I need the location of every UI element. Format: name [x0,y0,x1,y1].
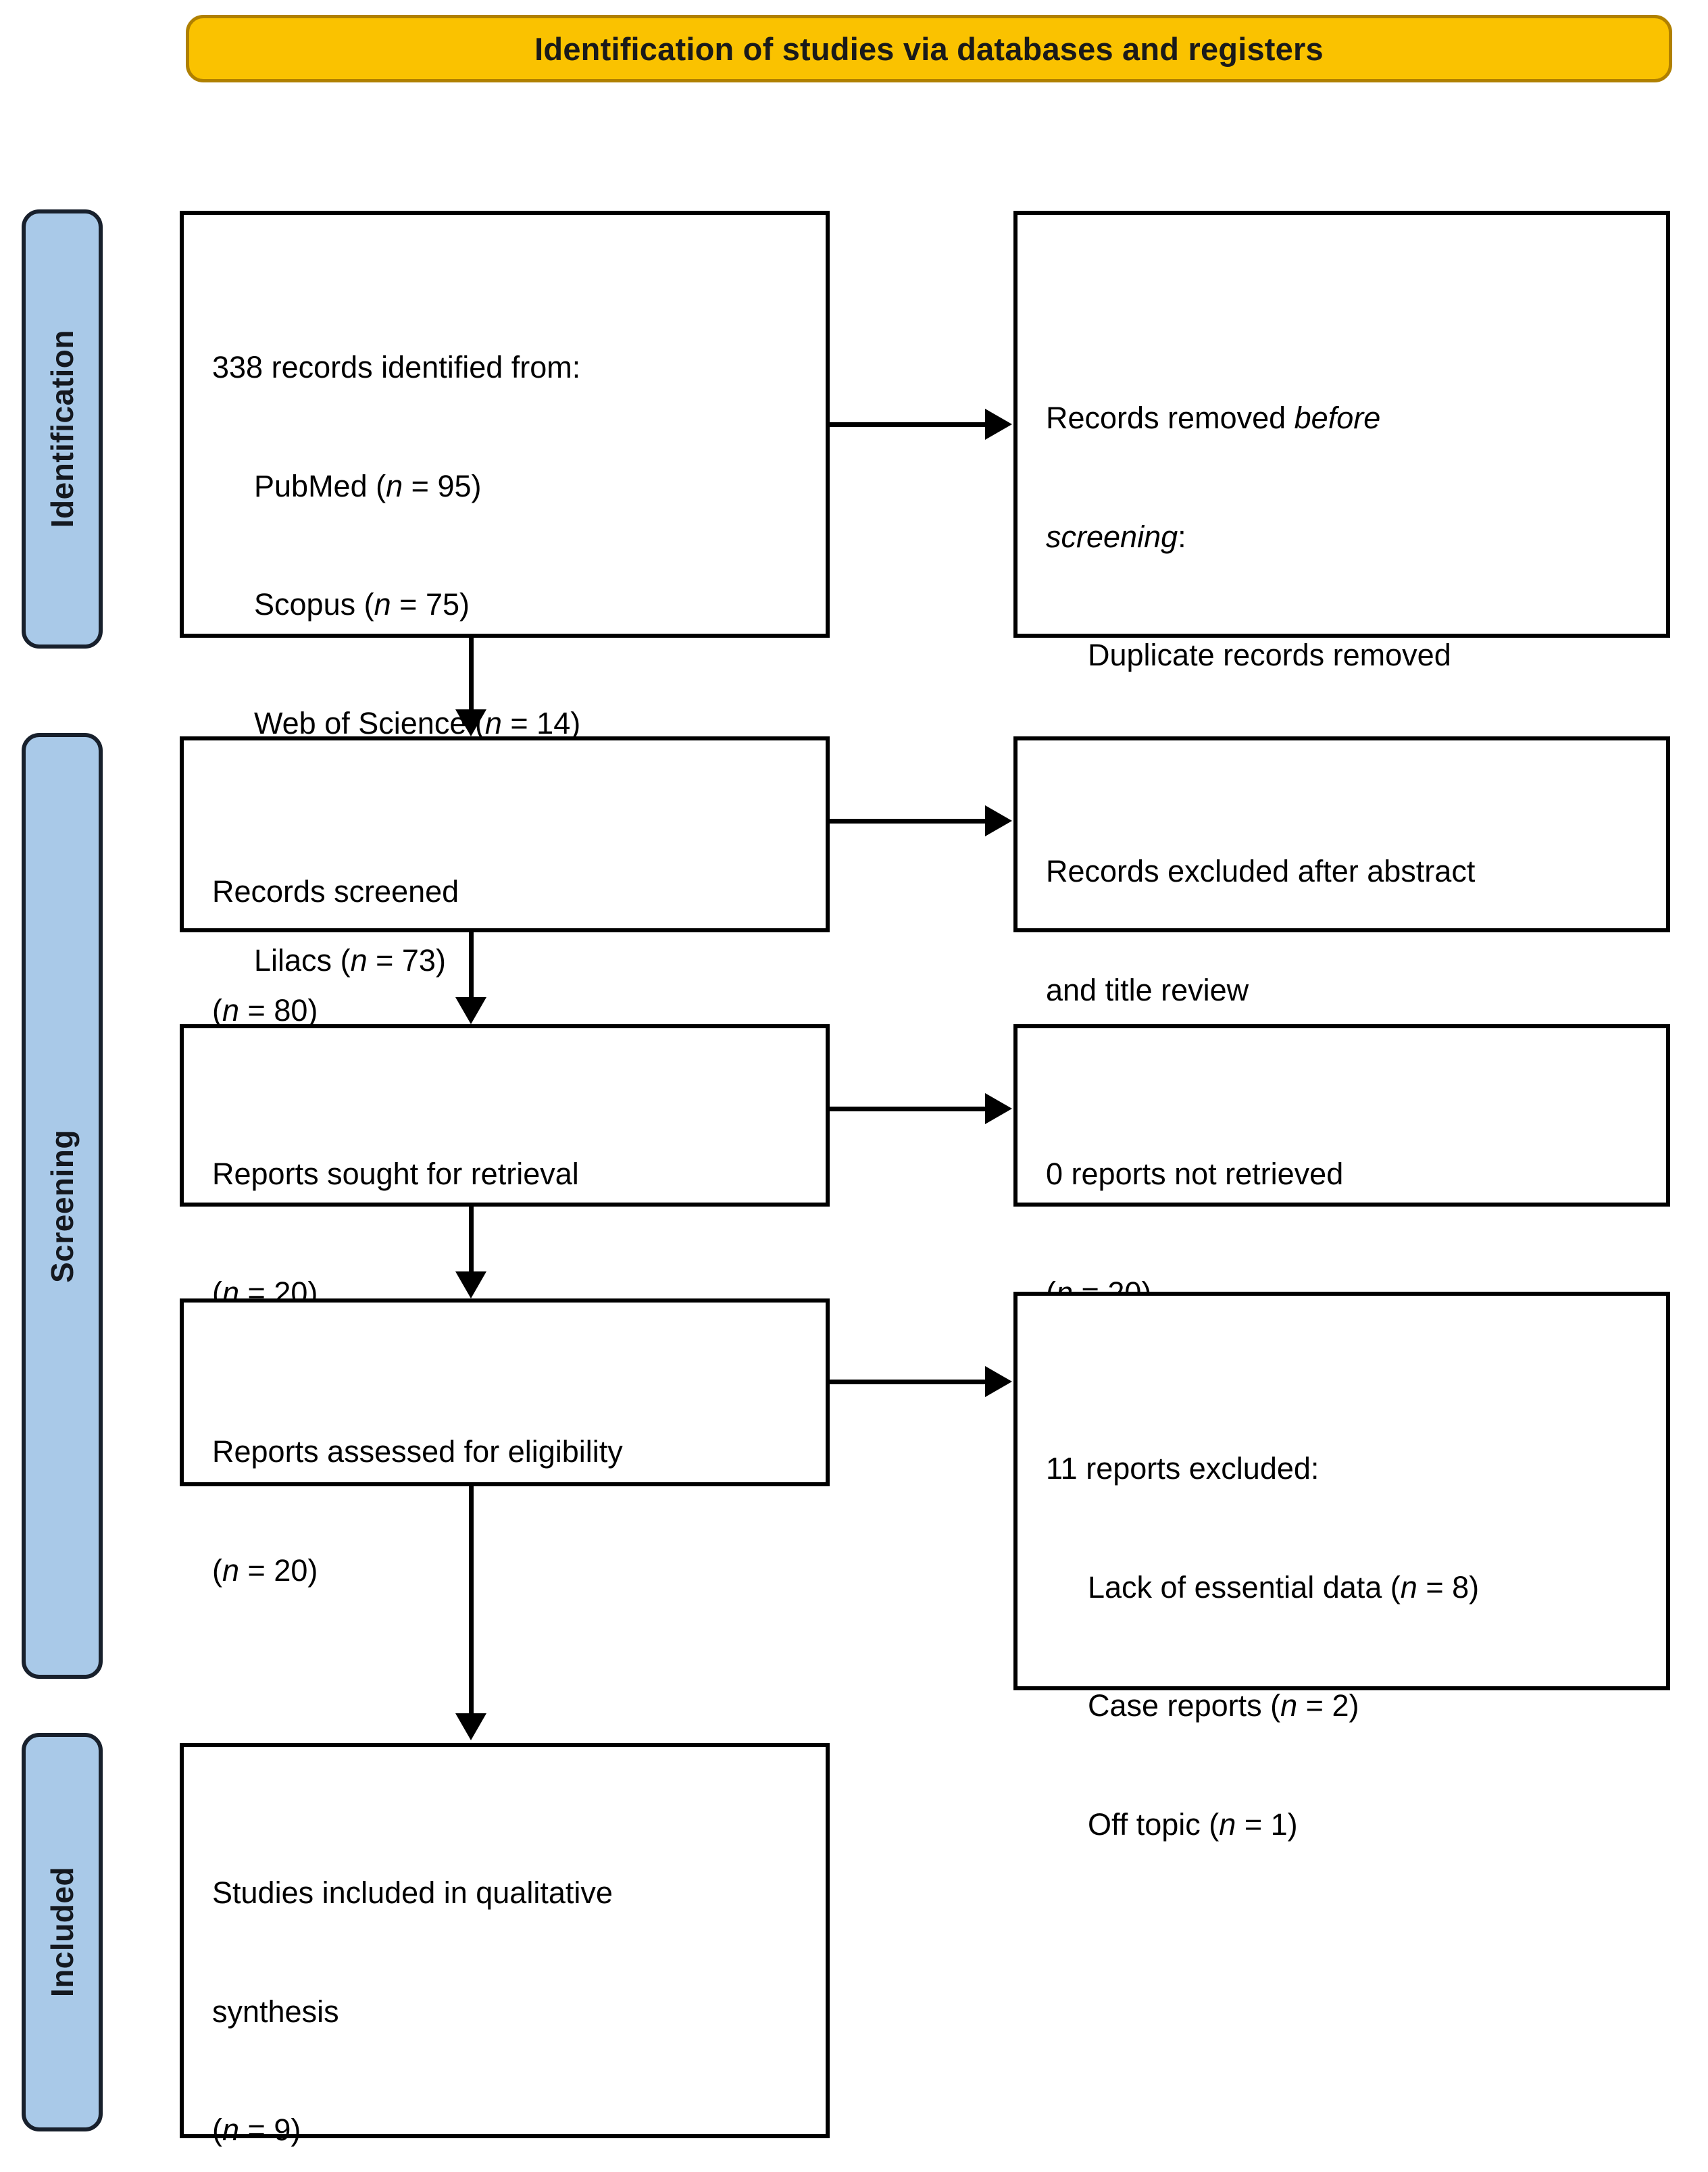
removed-heading-line2: screening: [1046,517,1650,557]
arrow-screened-to-excluded-head [985,805,1012,836]
n-symbol: n [1400,1569,1417,1605]
source-item-lilacs: Lilacs (n = 73) [212,941,809,981]
arrow-sought-to-assessed-head [455,1271,486,1298]
n-symbol: n [374,587,391,622]
n-value: = 20) [239,1552,318,1588]
n-symbol: n [222,1552,240,1588]
diagram-header-banner: Identification of studies via databases … [186,15,1672,82]
arrow-assessed-to-included-head [455,1713,486,1740]
n-value: = 73) [367,942,446,978]
records-identified-heading: 338 records identified from: [212,350,581,384]
reports-not-retrieved-label: 0 reports not retrieved [1046,1157,1344,1191]
box-reports-not-retrieved: 0 reports not retrieved (n = 20) [1013,1024,1670,1310]
arrow-sought-to-not-retrieved-head [985,1093,1012,1124]
n-symbol: n [350,942,368,978]
n-value: = 95) [403,468,482,503]
paren-open: ( [1270,1688,1281,1723]
source-label: Lilacs [254,942,332,978]
reports-sought-label: Reports sought for retrieval [212,1157,579,1191]
reports-assessed-count: (n = 20) [212,1551,809,1591]
duplicate-records-removed-label: Duplicate records removed [1088,638,1451,672]
n-symbol: n [1219,1807,1236,1842]
stage-tab-included-label: Included [45,1867,80,1998]
arrow-identified-to-screened [469,638,474,715]
box-records-identified: 338 records identified from: PubMed (n =… [180,211,830,978]
removed-plain: Records removed [1046,401,1295,435]
removed-colon: : [1178,519,1186,554]
qualitative-synthesis-count: (n = 9) [212,2111,809,2150]
arrow-identified-to-screened-head [455,709,486,736]
n-value: = 80) [239,992,318,1028]
source-item-scopus: Scopus (n = 75) [212,585,809,625]
n-value: = 8) [1417,1569,1480,1605]
paren-open: ( [340,942,351,978]
qualitative-synthesis-line2: synthesis [212,1994,339,2029]
records-screened-label: Records screened [212,874,459,909]
n-symbol: n [222,2113,240,2147]
source-item-pubmed: PubMed (n = 95) [212,467,809,507]
records-screened-count: (n = 80) [212,991,809,1031]
box-records-excluded: Records excluded after abstract and titl… [1013,736,1670,1126]
records-excluded-line2: and title review [1046,972,1249,1007]
qualitative-synthesis-line1: Studies included in qualitative [212,1875,613,1910]
reports-assessed-label: Reports assessed for eligibility [212,1434,623,1469]
paren-open: ( [1390,1569,1401,1605]
paren-open: ( [212,1552,222,1588]
paren-open: ( [376,468,386,503]
arrow-sought-to-not-retrieved [830,1107,986,1111]
source-label: Scopus [254,587,356,622]
records-excluded-line1: Records excluded after abstract [1046,854,1476,888]
arrow-assessed-to-excluded-head [985,1366,1012,1397]
stage-tab-included: Included [22,1733,103,2131]
box-studies-included: Studies included in qualitative synthesi… [180,1743,830,2147]
removed-heading-line1: Records removed before [1046,399,1650,438]
exclusion-label: Case reports [1088,1688,1262,1723]
arrow-assessed-to-included [469,1486,474,1719]
paren-open: ( [1209,1807,1220,1842]
arrow-assessed-to-excluded [830,1380,986,1384]
exclusion-reason-case-reports: Case reports (n = 2) [1046,1686,1650,1726]
paren-open: ( [212,992,222,1028]
box-records-screened: Records screened (n = 80) [180,736,830,1028]
banner-title: Identification of studies via databases … [534,30,1324,67]
exclusion-reason-off-topic: Off topic (n = 1) [1046,1805,1650,1845]
stage-tab-screening: Screening [22,733,103,1679]
removed-italic-before: before [1294,401,1381,435]
exclusion-label: Lack of essential data [1088,1569,1382,1605]
n-symbol: n [484,705,502,740]
arrow-screened-to-sought [469,932,474,1003]
n-symbol: n [222,992,240,1028]
n-symbol: n [386,468,403,503]
paren-open: ( [363,587,374,622]
arrow-screened-to-excluded [830,819,986,824]
exclusion-reason-lack-of-essential-data: Lack of essential data (n = 8) [1046,1568,1650,1608]
box-records-removed-before-screening: Records removed before screening: Duplic… [1013,211,1670,791]
n-symbol: n [1280,1688,1298,1723]
box-reports-assessed: Reports assessed for eligibility (n = 20… [180,1298,830,1588]
stage-tab-identification-label: Identification [45,330,80,528]
reports-excluded-heading: 11 reports excluded: [1046,1451,1320,1486]
paren-open: ( [212,2113,222,2147]
box-reports-excluded: 11 reports excluded: Lack of essential d… [1013,1292,1670,1842]
arrow-sought-to-assessed [469,1207,474,1278]
box-reports-sought: Reports sought for retrieval (n = 20) [180,1024,830,1310]
removed-italic-screening: screening [1046,519,1178,554]
n-value: = 1) [1236,1807,1298,1842]
arrow-screened-to-sought-head [455,997,486,1024]
n-value: = 9) [239,2113,301,2147]
arrow-identified-to-removed [830,422,986,427]
stage-tab-screening-label: Screening [45,1129,80,1283]
n-value: = 75) [391,587,470,622]
source-label: Web of Science [254,705,467,740]
source-label: PubMed [254,468,368,503]
n-value: = 2) [1297,1688,1359,1723]
n-value: = 14) [501,705,581,740]
arrow-identified-to-removed-head [985,409,1012,440]
exclusion-label: Off topic [1088,1807,1201,1842]
stage-tab-identification: Identification [22,209,103,649]
